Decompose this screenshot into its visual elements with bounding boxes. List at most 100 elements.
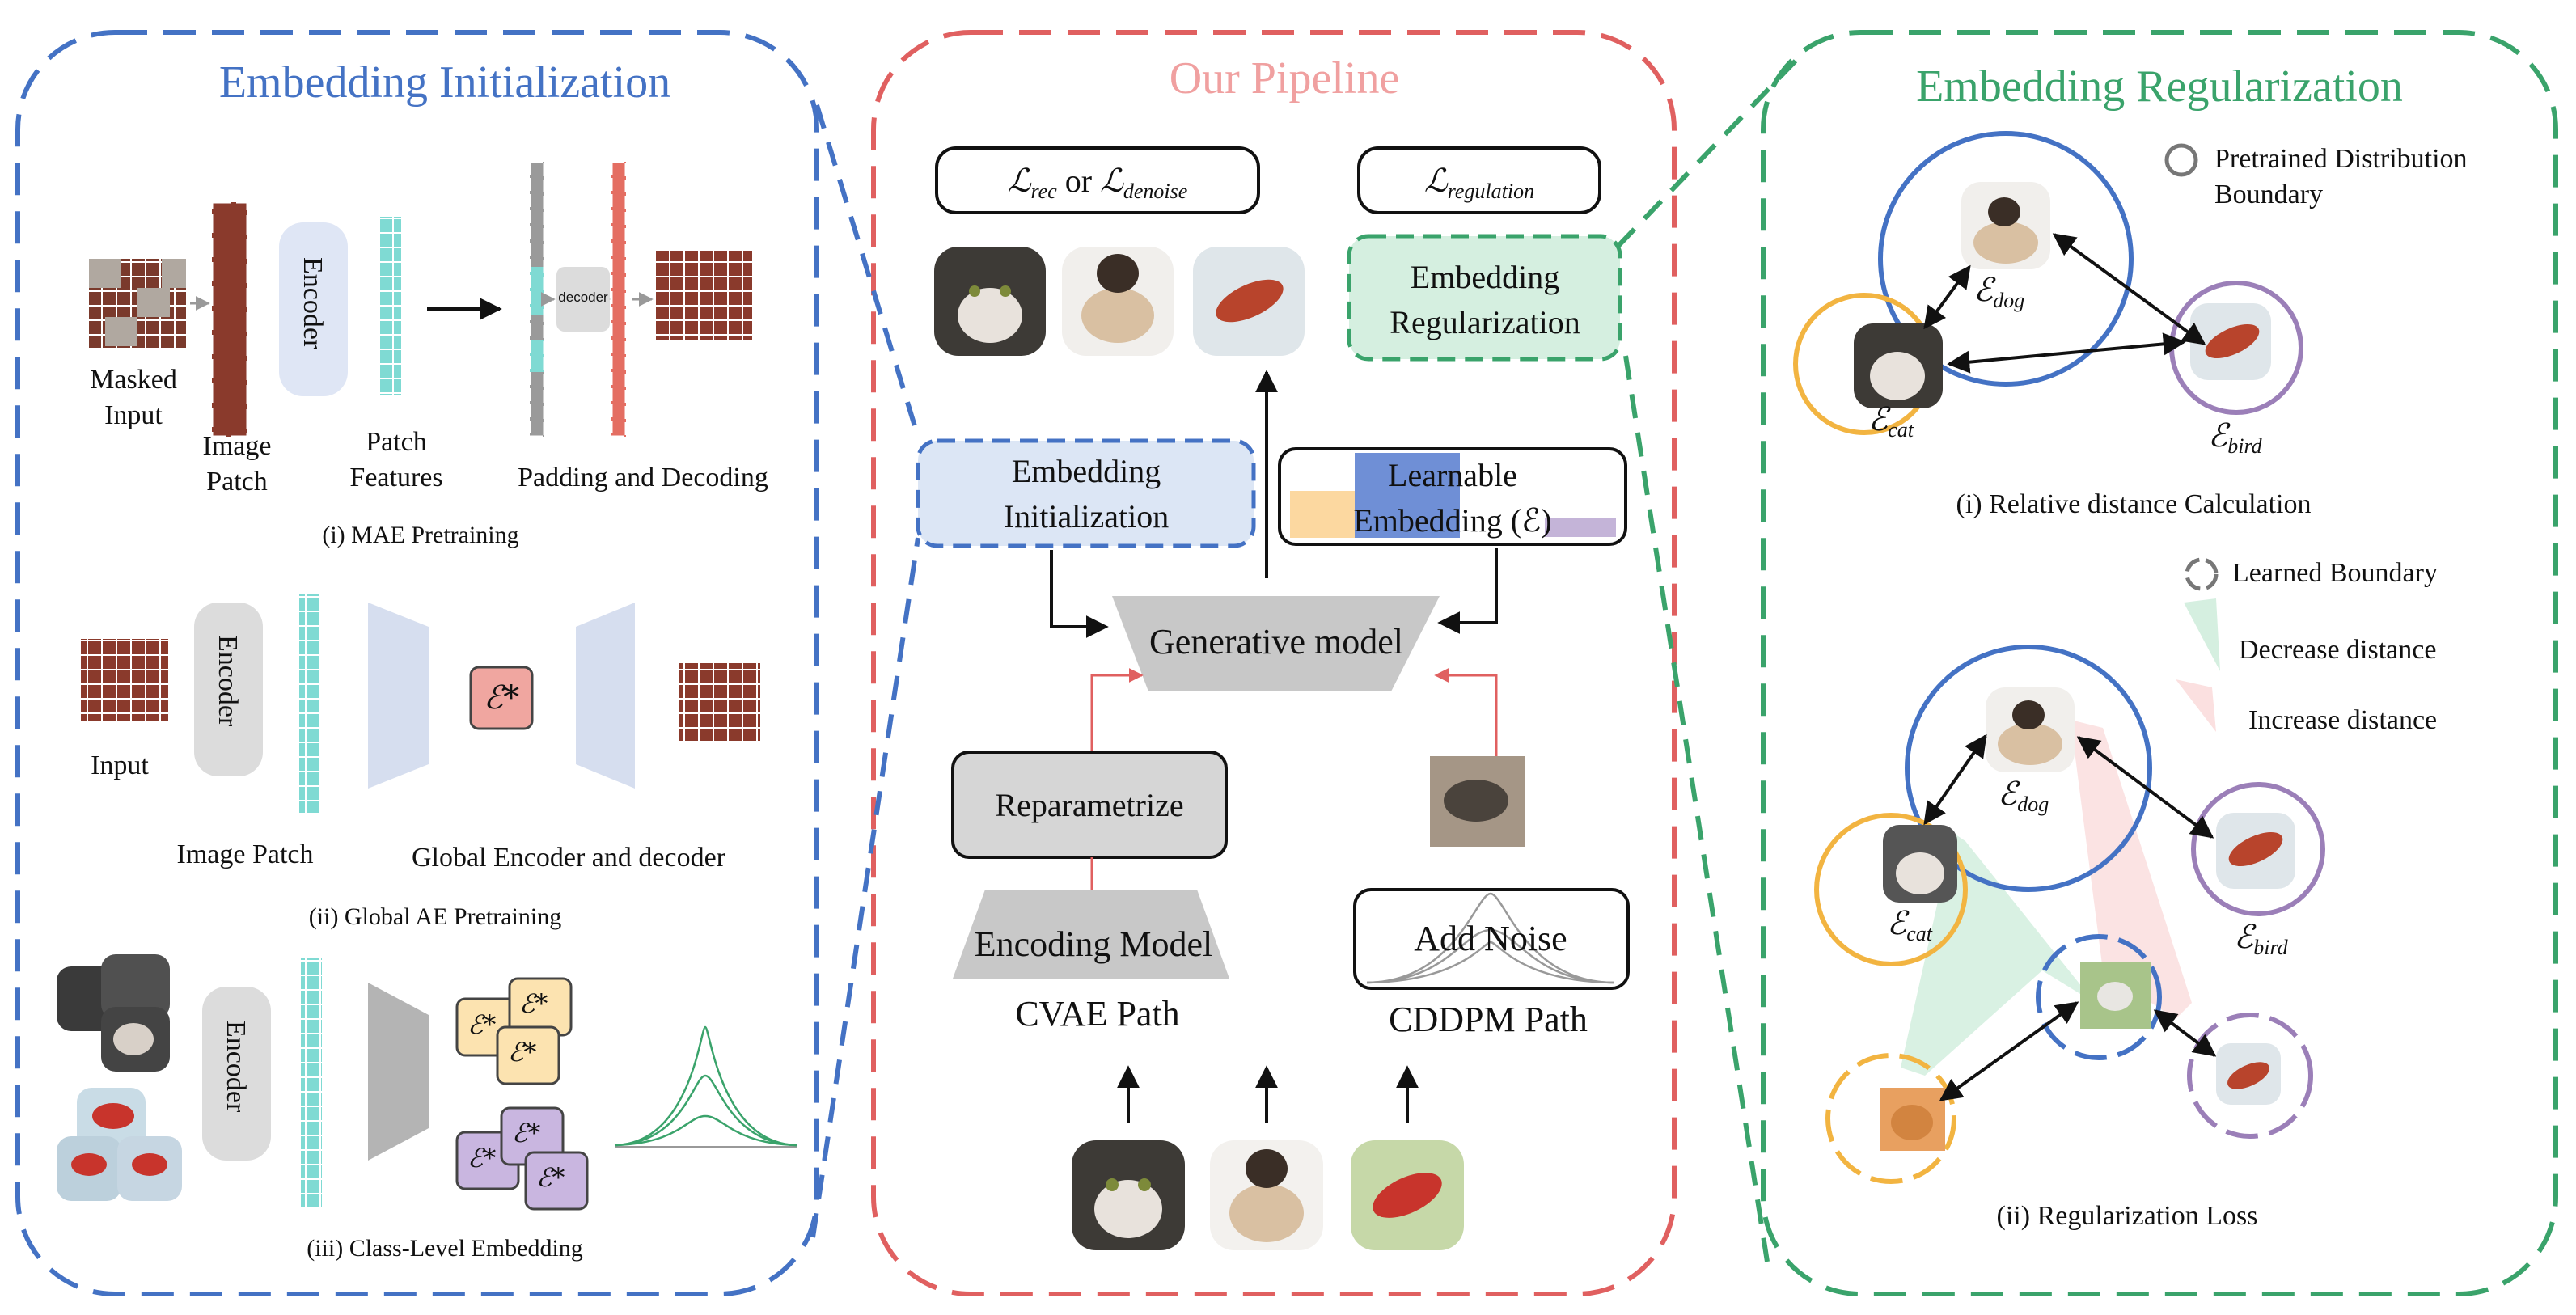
e-dog-sub-ii: dog [2017, 792, 2049, 816]
class-cat-images [57, 954, 170, 1072]
decoded-patches-column [610, 160, 628, 438]
mae-decoder-label: decoder [558, 290, 608, 305]
loss-rec-subscript: rec [1030, 179, 1057, 203]
connector-left-top [814, 104, 920, 438]
e-bird-symbol-i: ℰ [2208, 417, 2228, 455]
pretrained-boundary-legend-icon [2164, 143, 2198, 177]
caption-regularization-loss: (ii) Regularization Loss [1996, 1201, 2258, 1231]
legend-learned-label: Learned Boundary [2232, 558, 2438, 588]
learned-dog-boundary [2036, 934, 2162, 1060]
class-embedding-symbol-o2: ℰ* [519, 988, 548, 1019]
reparametrize-box [951, 751, 1228, 859]
decrease-distance-legend-icon [2184, 598, 2220, 671]
embedding-initialization-box [916, 438, 1256, 548]
class-embedding-symbol-p1: ℰ* [467, 1143, 497, 1173]
connector-right-bottom [1623, 355, 1770, 1262]
loss-reg-symbol: ℒ [1423, 163, 1448, 200]
connector-right-top [1615, 54, 1802, 249]
cvae-path-label: CVAE Path [1015, 994, 1180, 1034]
legend-decrease-label: Decrease distance [2239, 635, 2437, 665]
cat-bird-distance-arrow [1947, 332, 2186, 374]
init-to-generative-arrow [1050, 550, 1109, 638]
dog-bird-distance-arrow [2052, 233, 2206, 345]
global-ae-encoder-label: Encoder [213, 635, 243, 727]
global-ae-output-image [679, 663, 760, 741]
cddpm-path-label: CDDPM Path [1389, 1000, 1588, 1039]
e-bird-sub-i: bird [2227, 433, 2262, 458]
e-dog-label-i: ℰdog [1973, 271, 2024, 313]
reconstructed-image [655, 251, 752, 340]
cat-dog-distance-arrow [1923, 264, 1971, 330]
mae-encoder-label: Encoder [298, 257, 328, 349]
e-bird-sub-ii: bird [2253, 935, 2288, 959]
global-encoder-trapezoid [368, 603, 429, 789]
global-ae-caption: (ii) Global AE Pretraining [308, 903, 562, 930]
generative-model-trapezoid [1112, 596, 1440, 691]
loss-reg-label: ℒregulation [1424, 162, 1534, 204]
image-patch-label: Image Patch [202, 431, 272, 497]
class-embeddings-orange [455, 977, 573, 1085]
global-embedding-box [469, 666, 534, 730]
class-embedding-symbol-p3: ℰ* [536, 1162, 565, 1193]
add-noise-label: Add Noise [1414, 919, 1567, 958]
global-ae-encoder-box [194, 603, 263, 776]
global-image-patch-label: Image Patch [176, 839, 314, 869]
encoding-model-trapezoid [953, 890, 1229, 979]
class-bird-images [57, 1088, 182, 1201]
e-cat-label-i: ℰcat [1868, 400, 1914, 442]
connector-left-bottom [810, 537, 920, 1238]
learned-boundary-legend-icon [2185, 557, 2219, 591]
e-dog-label-ii: ℰdog [1998, 775, 2049, 817]
learnable-embedding-label: Learnable Embedding (ℰ) [1353, 457, 1552, 539]
loss-denoise-symbol: ℒ [1100, 163, 1123, 200]
reg-dog-bird-arrow [2076, 736, 2214, 839]
gaussian-curves [614, 1025, 797, 1148]
left-panel-title: Embedding Initialization [218, 57, 671, 108]
embedding-regularization-label: Embedding Regularization [1390, 259, 1580, 340]
right-panel-title: Embedding Regularization [1916, 61, 2403, 112]
cvae-to-generative-arrow [1090, 668, 1144, 752]
reg-cat-dog-arrow [1923, 734, 1987, 826]
legend-pretrained-label: Pretrained Distribution Boundary [2214, 144, 2468, 209]
loss-rec-box [935, 146, 1260, 214]
loss-or-text: or [1056, 163, 1101, 199]
noise-gaussians [1366, 892, 1614, 984]
class-embeddings-purple [455, 1106, 589, 1211]
loss-denoise-subscript: denoise [1123, 179, 1188, 203]
e-bird-symbol-ii: ℰ [2234, 919, 2254, 956]
patch-features-label: Patch Features [349, 427, 443, 493]
class-encoder-trapezoid [368, 983, 429, 1161]
cat-boundary-circle-ii [1814, 813, 1968, 966]
patch-feature-column [380, 217, 401, 395]
loss-reg-subscript: regulation [1447, 179, 1535, 203]
padding-decoding-label: Padding and Decoding [518, 463, 768, 493]
class-encoder-box [202, 987, 271, 1161]
right-panel-frame [1761, 30, 2558, 1296]
global-enc-dec-label: Global Encoder and decoder [412, 843, 725, 873]
generative-model-label: Generative model [1149, 622, 1403, 662]
class-encoder-label: Encoder [221, 1021, 251, 1113]
e-bird-label-i: ℰbird [2208, 416, 2262, 459]
loss-rec-symbol: ℒ [1007, 163, 1031, 200]
mae-decoder-box [556, 267, 610, 332]
learnable-to-generative-arrow [1437, 548, 1498, 634]
bird-boundary-circle-ii [2191, 782, 2325, 916]
padded-features-column [528, 160, 546, 438]
mae-caption: (i) MAE Pretraining [322, 522, 519, 548]
global-decoder-trapezoid [576, 603, 635, 789]
loss-rec-label: ℒrec or ℒdenoise [1008, 162, 1188, 204]
e-cat-sub-i: cat [1888, 417, 1914, 442]
class-embedding-symbol-o1: ℰ* [467, 1009, 497, 1040]
masked-input-label: Masked Input [90, 365, 177, 430]
e-dog-sub-i: dog [1993, 288, 2025, 312]
class-level-caption: (iii) Class-Level Embedding [307, 1235, 583, 1262]
e-cat-symbol-i: ℰ [1868, 401, 1889, 438]
e-cat-symbol-ii: ℰ [1887, 905, 1907, 942]
masked-input-grid [89, 259, 186, 348]
e-cat-label-ii: ℰcat [1887, 904, 1932, 946]
embedding-initialization-label: Embedding Initialization [1003, 453, 1170, 535]
learned-cat-boundary [1825, 1053, 1956, 1184]
class-patch-column [301, 958, 322, 1209]
add-noise-box [1353, 888, 1630, 990]
learnable-bar-blue [1355, 453, 1460, 538]
